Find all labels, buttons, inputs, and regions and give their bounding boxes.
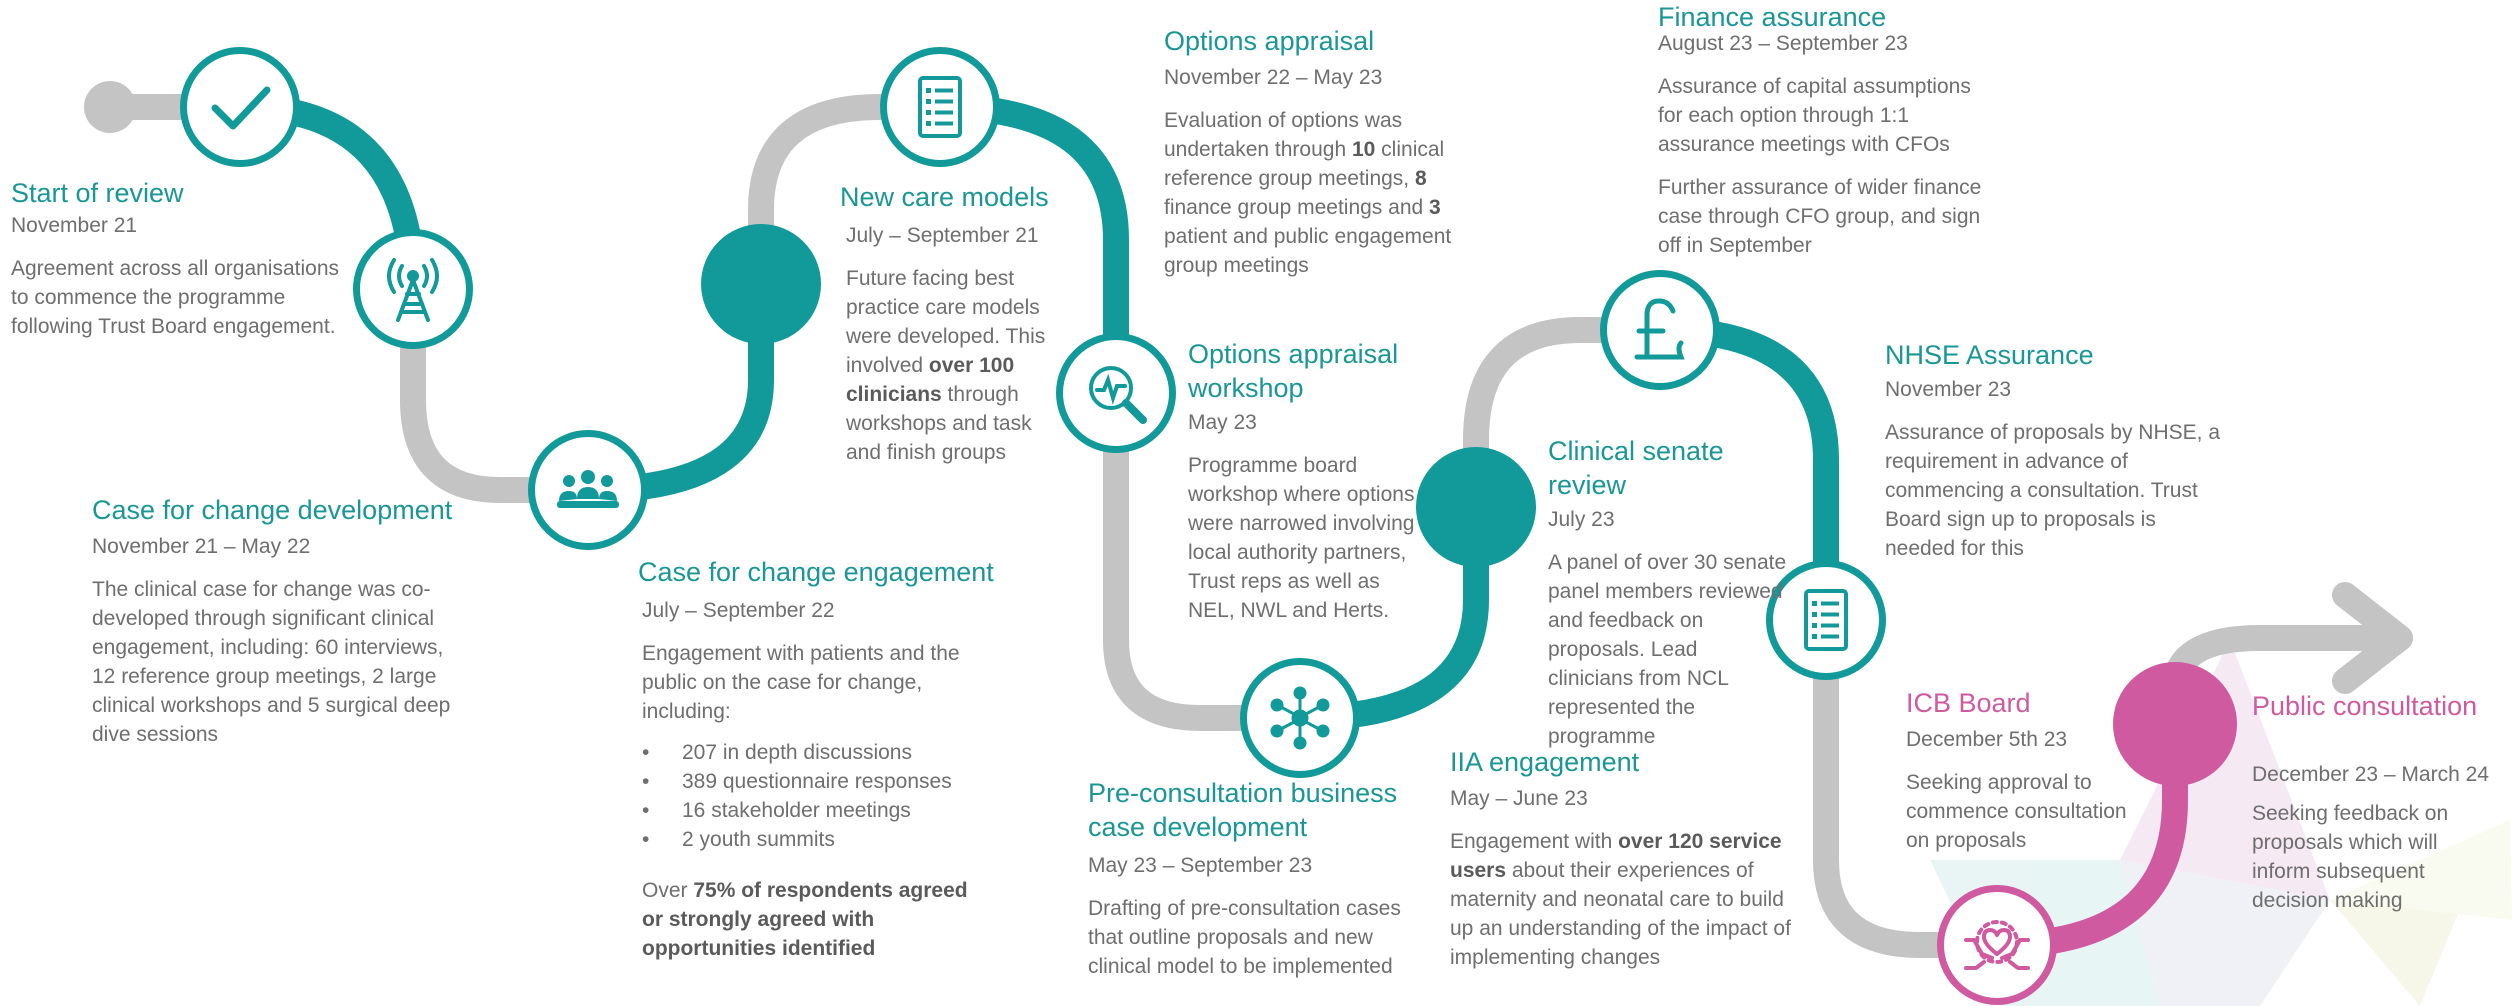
milestone-date: May 23 – September 23 xyxy=(1088,854,1313,877)
path-seg-8 xyxy=(1463,317,1673,520)
path-seg-2 xyxy=(400,282,601,503)
milestone-footnote: Over 75% of respondents agreed or strong… xyxy=(642,876,982,963)
list-item: 16 stakeholder meetings xyxy=(642,796,998,825)
milestone-title: Clinical senate review xyxy=(1548,436,1724,500)
body-part: patient and public engagement group meet… xyxy=(1164,225,1452,277)
body-highlight: over 120 service users xyxy=(1450,830,1782,882)
start-point xyxy=(84,81,136,133)
path-seg-6 xyxy=(1103,382,1313,731)
body-part: through workshops and task and finish gr… xyxy=(846,383,1032,464)
milestone-date: May 23 xyxy=(1188,411,1257,434)
milestone-body: Agreement across all organisations to co… xyxy=(11,257,340,338)
milestone-body: A panel of over 30 senate panel members … xyxy=(1548,551,1787,748)
arrow-icon xyxy=(2332,582,2413,694)
milestone-clinical-senate-review: Clinical senate review July 23 A panel o… xyxy=(1548,434,1788,751)
hands-heart-icon xyxy=(1937,885,2057,1005)
milestone-body: Engagement with patients and the public … xyxy=(642,642,960,723)
milestone-options-appraisal: Options appraisal November 22 – May 23 E… xyxy=(1164,24,1484,280)
milestone-case-for-change-development: Case for change development November 21 … xyxy=(92,493,467,749)
milestone-title: Case for change development xyxy=(92,495,453,525)
milestone-date: July 23 xyxy=(1548,508,1615,531)
milestone-title: Start of review xyxy=(11,178,184,208)
body-highlight: over 100 clinicians xyxy=(846,354,1015,406)
checkmark-icon xyxy=(180,47,300,167)
milestone-case-for-change-engagement: Case for change engagement July – Septem… xyxy=(638,555,998,963)
engagement-bullet-list: 207 in depth discussions 389 questionnai… xyxy=(642,738,998,854)
milestone-body: Programme board workshop where options w… xyxy=(1188,454,1415,622)
pound-sign-icon xyxy=(1600,270,1720,390)
checklist-icon xyxy=(1766,560,1886,680)
milestone-body: Seeking feedback on proposals which will… xyxy=(2252,802,2449,912)
list-item: 389 questionnaire responses xyxy=(642,767,998,796)
path-seg-10 xyxy=(1813,607,2010,958)
milestone-date: May – June 23 xyxy=(1450,787,1588,810)
list-item: 207 in depth discussions xyxy=(642,738,998,767)
body-part: about their experiences of maternity and… xyxy=(1450,859,1791,969)
document-list-icon xyxy=(880,47,1000,167)
network-icon xyxy=(1240,658,1360,778)
milestone-date: December 23 – March 24 xyxy=(2252,763,2489,786)
milestone-body: Future facing best practice care models … xyxy=(846,264,1070,467)
body-part: Engagement with xyxy=(1450,830,1619,853)
milestone-date: November 22 – May 23 xyxy=(1164,66,1383,89)
list-item: 2 youth summits xyxy=(642,825,998,854)
milestone-title: New care models xyxy=(840,182,1049,212)
body-highlight: 10 xyxy=(1351,138,1376,161)
milestone-title: Case for change engagement xyxy=(638,557,994,587)
footnote-highlight: 75% of respondents agreed or strongly ag… xyxy=(642,879,968,960)
milestone-iia-engagement: IIA engagement May – June 23 Engagement … xyxy=(1450,745,1795,972)
body-part: finance group meetings and xyxy=(1164,196,1430,219)
magnifier-chart-icon xyxy=(1056,333,1176,453)
body-highlight: 8 xyxy=(1414,167,1427,190)
milestone-dot-teal-2 xyxy=(1416,447,1536,567)
body-part: Evaluation of options was undertaken thr… xyxy=(1164,109,1403,161)
body-part: clinical reference group meetings, xyxy=(1164,138,1445,190)
milestone-date: November 23 xyxy=(1885,378,2012,401)
milestone-dot-teal-1 xyxy=(701,224,821,344)
milestone-finance-assurance: Finance assurance August 23 – September … xyxy=(1658,0,1998,260)
milestone-date: November 21 xyxy=(11,214,138,237)
milestone-body: Seeking approval to commence consultatio… xyxy=(1906,771,2127,852)
body-highlight: 3 xyxy=(1429,196,1441,219)
milestone-date: November 21 – May 22 xyxy=(92,535,311,558)
milestone-title: Options appraisal xyxy=(1164,26,1375,56)
milestone-date: July – September 21 xyxy=(846,224,1039,247)
milestone-body: Assurance of capital assumptions for eac… xyxy=(1658,75,1971,156)
milestone-date: December 5th 23 xyxy=(1906,728,2068,751)
milestone-pre-consultation-business-case: Pre-consultation business case developme… xyxy=(1088,776,1408,981)
milestone-title: Pre-consultation business case developme… xyxy=(1088,778,1398,842)
milestone-title: Public consultation xyxy=(2252,691,2478,721)
milestone-title: ICB Board xyxy=(1906,688,2031,718)
body-part: Future facing best practice care models … xyxy=(846,267,1046,377)
milestone-body: The clinical case for change was co-deve… xyxy=(92,578,451,746)
milestone-dot-pink xyxy=(2113,662,2237,786)
milestone-icb-board: ICB Board December 5th 23 Seeking approv… xyxy=(1906,686,2146,855)
milestone-options-appraisal-workshop: Options appraisal workshop May 23 Progra… xyxy=(1188,337,1423,625)
path-seg-4 xyxy=(748,94,953,298)
milestone-title: Finance assurance xyxy=(1658,2,1887,32)
milestone-date: August 23 – September 23 xyxy=(1658,32,1908,55)
milestone-title: Options appraisal workshop xyxy=(1188,339,1399,403)
milestone-date: July – September 22 xyxy=(642,599,835,622)
milestone-body: Drafting of pre-consultation cases that … xyxy=(1088,897,1401,978)
signal-tower-icon xyxy=(353,229,473,349)
milestone-body: Further assurance of wider finance case … xyxy=(1658,176,1982,257)
milestone-body: Evaluation of options was undertaken thr… xyxy=(1164,106,1484,280)
people-meeting-icon xyxy=(528,430,648,550)
milestone-public-consultation: Public consultation December 23 – March … xyxy=(2252,689,2510,915)
milestone-new-care-models: New care models July – September 21 Futu… xyxy=(840,180,1070,467)
milestone-title: NHSE Assurance xyxy=(1885,340,2094,370)
milestone-nhse-assurance: NHSE Assurance November 23 Assurance of … xyxy=(1885,338,2230,563)
milestone-body: Engagement with over 120 service users a… xyxy=(1450,827,1795,972)
milestone-title: IIA engagement xyxy=(1450,747,1640,777)
milestone-start-review: Start of review November 21 Agreement ac… xyxy=(11,176,361,341)
footnote-lead: Over xyxy=(642,879,694,902)
milestone-body: Assurance of proposals by NHSE, a requir… xyxy=(1885,421,2220,560)
